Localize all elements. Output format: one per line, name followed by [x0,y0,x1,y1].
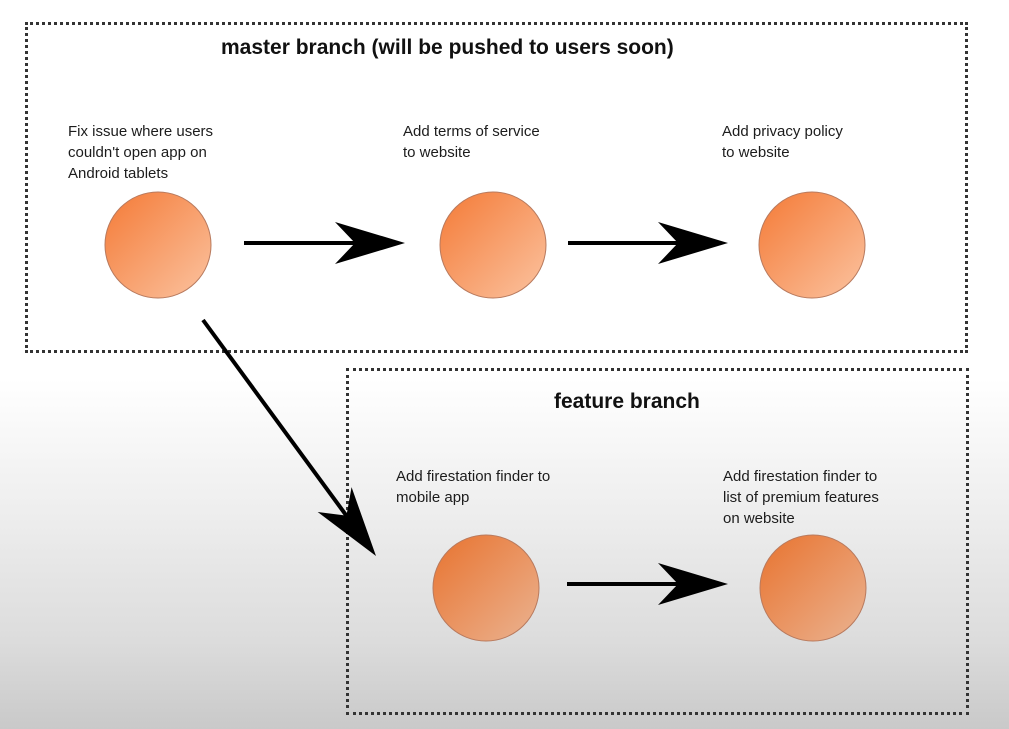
commit-label-privacy-policy: Add privacy policy to website [722,123,843,161]
arrowhead-icon [658,563,728,605]
arrowhead-icon [658,222,728,264]
commit-node-m2 [439,191,547,299]
feature-branch-title: feature branch [554,390,700,413]
arrowhead-icon [317,487,376,556]
edge-line-m1-f1 [201,318,349,517]
master-branch-box [25,22,968,353]
commit-label-terms-of-service: Add terms of service to website [403,123,540,161]
commit-node-f1 [432,534,540,642]
commit-label-fix-android: Fix issue where users couldn't open app … [68,123,214,182]
commit-label-firestation-premium: Add firestation finder to list of premiu… [723,468,879,527]
commit-node-m3 [758,191,866,299]
arrowhead-icon [335,222,405,264]
feature-branch-box [346,368,969,715]
commit-label-firestation-mobile: Add firestation finder to mobile app [396,468,551,506]
commit-node-f2 [759,534,867,642]
commit-node-m1 [104,191,212,299]
master-branch-title: master branch (will be pushed to users s… [221,36,674,59]
